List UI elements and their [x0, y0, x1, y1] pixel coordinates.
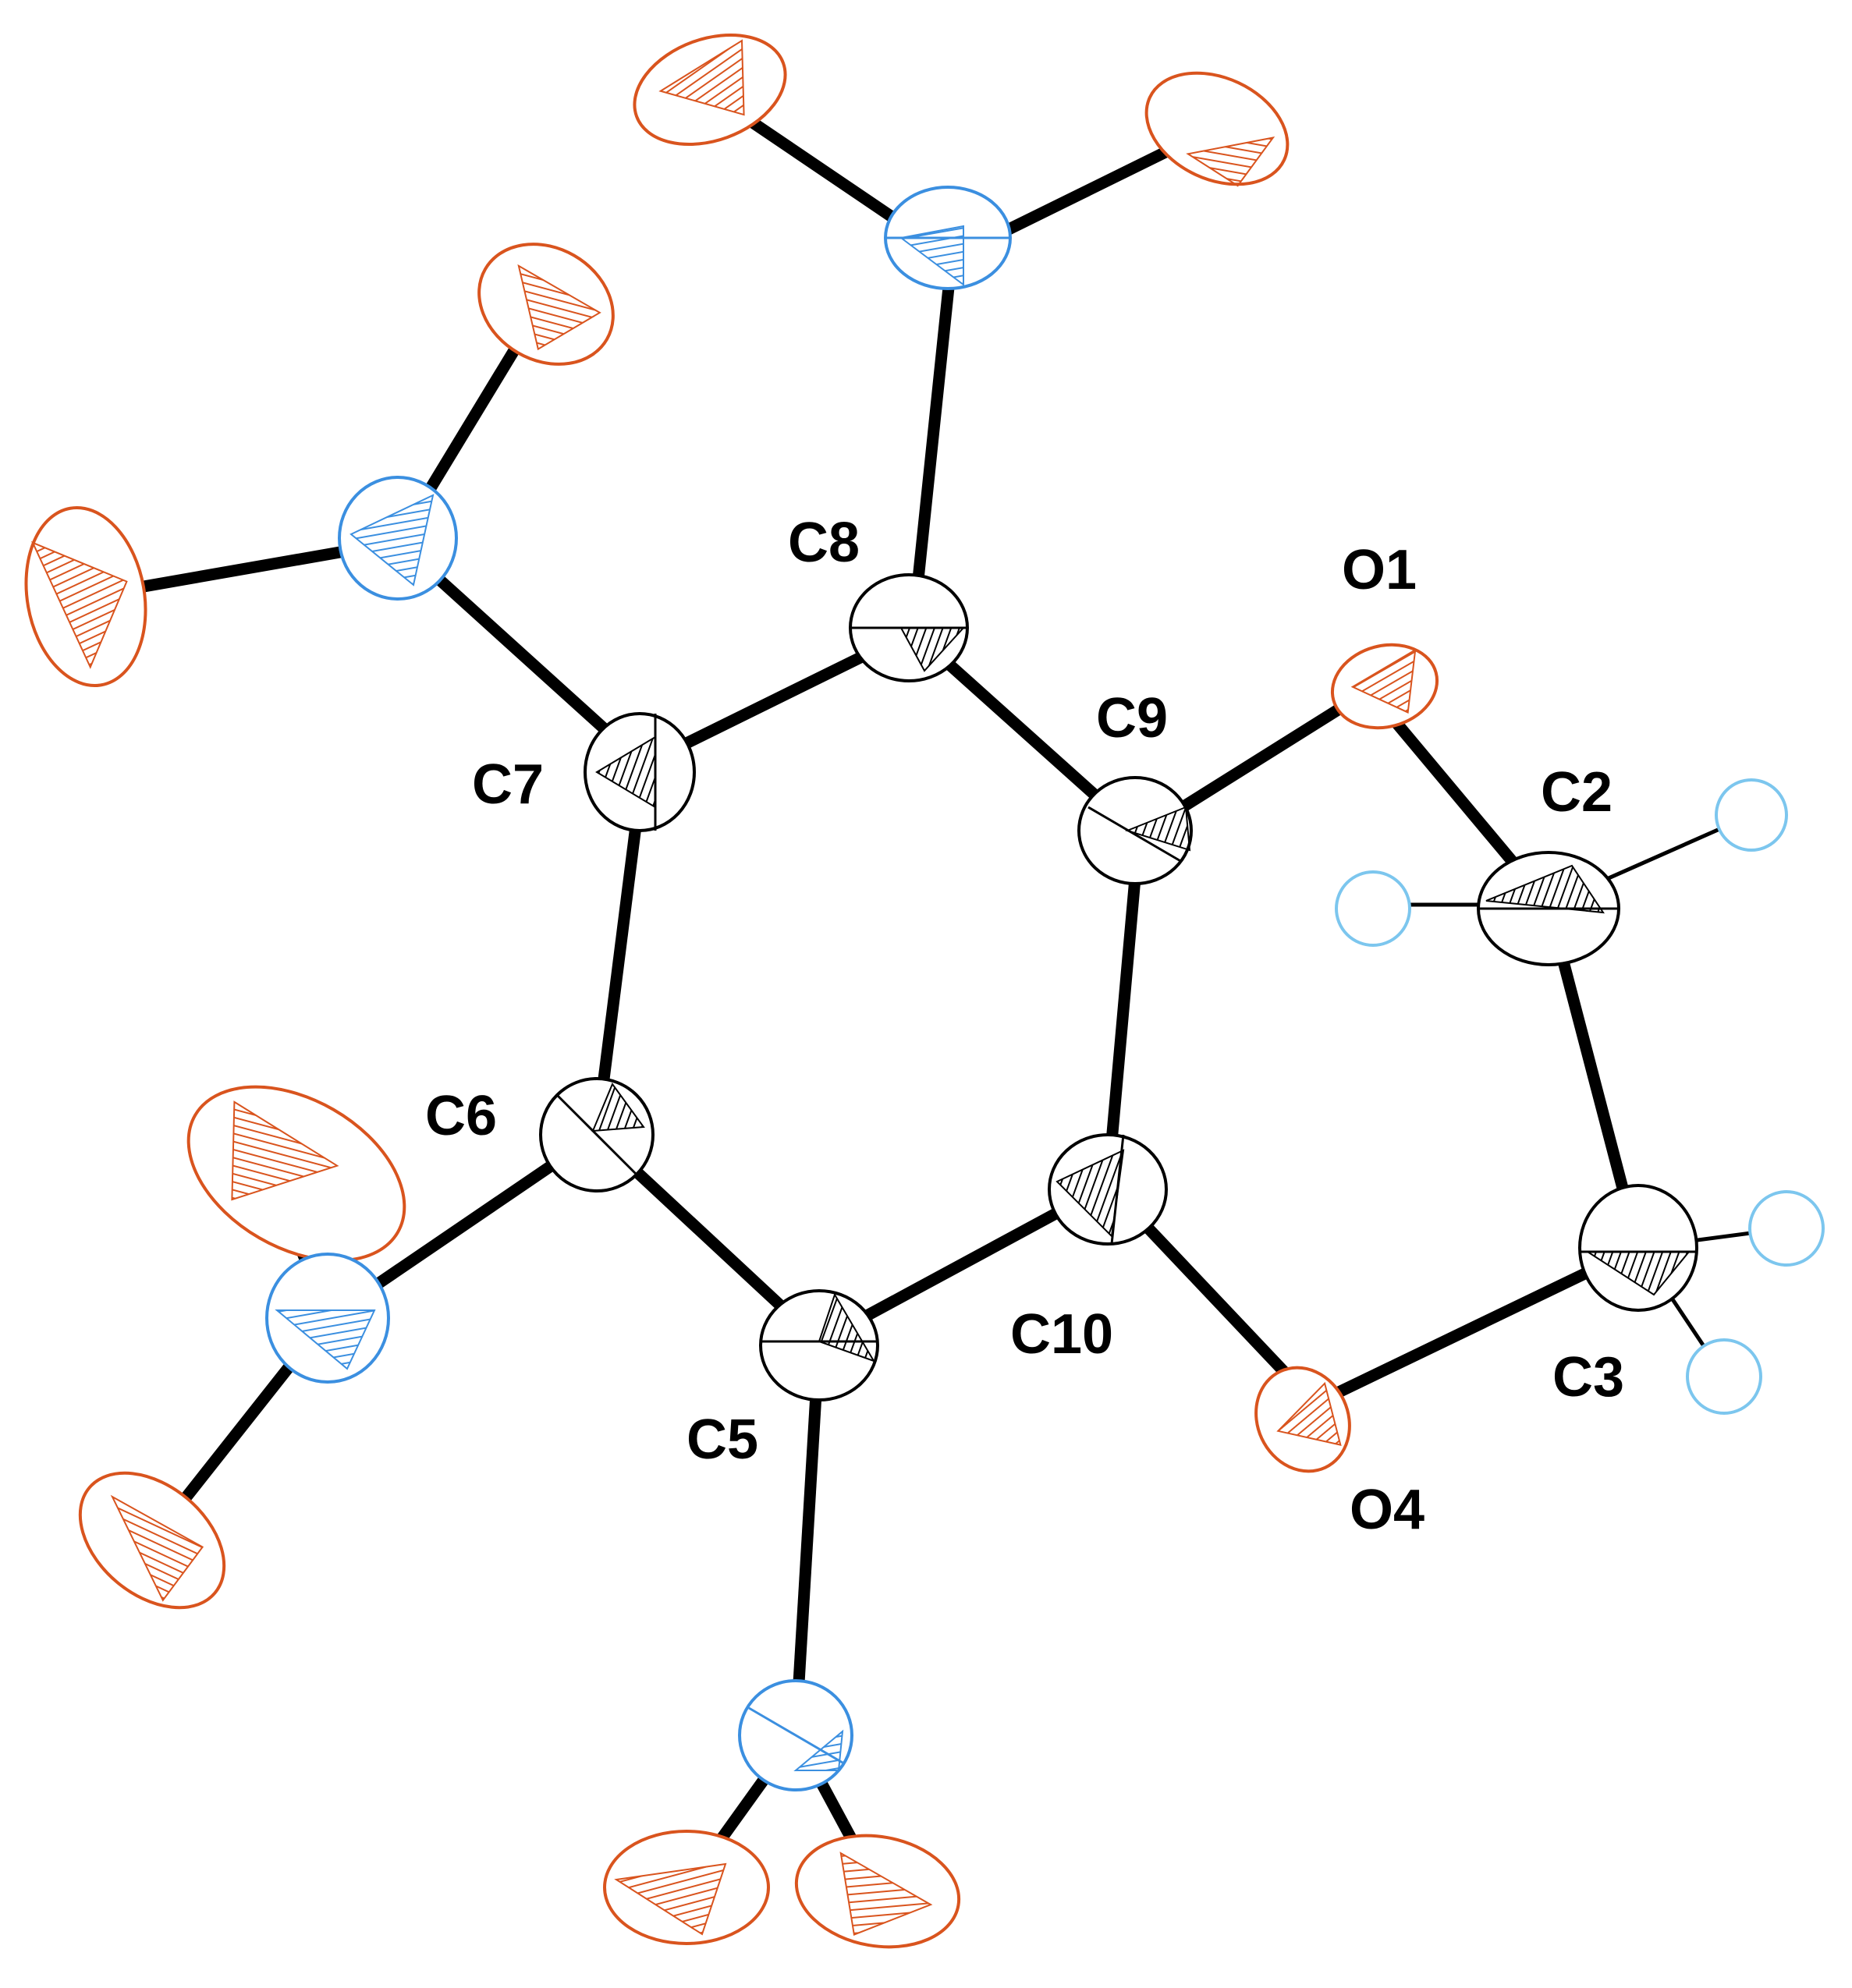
carbon-atom-c9 [1077, 776, 1193, 885]
oxygen-atom [78, 1471, 226, 1610]
carbon-atoms [539, 573, 1698, 1402]
nitrogen-atom [738, 1679, 853, 1791]
oxygen-atom [477, 243, 615, 366]
bond-c9-c10 [1102, 834, 1145, 1186]
label-c5: C5 [687, 1409, 758, 1471]
bonds [84, 88, 1787, 1891]
atom-labels: C8 O1 C9 C7 C2 C6 C10 C3 C5 O4 [425, 512, 1624, 1541]
label-c9: C9 [1096, 687, 1168, 749]
oxygen-atom [794, 1834, 961, 1949]
hydrogen-atom [1748, 1190, 1825, 1267]
carbon-atom-c7 [584, 712, 696, 832]
label-c2: C2 [1541, 761, 1613, 824]
bond-c8-n [906, 257, 958, 633]
hydrogen-atom [1715, 778, 1788, 852]
nitrogen-atom [338, 476, 458, 601]
label-c10: C10 [1010, 1303, 1113, 1366]
oxygen-atom-o1 [1330, 643, 1439, 730]
oxygen-atom [603, 1830, 770, 1945]
carbon-atom-c3 [1578, 1184, 1698, 1312]
oxygen-atom-o4 [1254, 1366, 1351, 1473]
label-o4: O4 [1350, 1479, 1424, 1541]
carbon-atom-c5 [759, 1289, 879, 1402]
nitrogen-atoms [265, 186, 1012, 1791]
hydrogen-atom [1686, 1338, 1762, 1415]
label-c3: C3 [1552, 1346, 1624, 1409]
carbon-atom-c8 [849, 573, 969, 682]
carbon-atom-c6 [539, 1077, 655, 1192]
nitrogen-atom [265, 1253, 390, 1384]
oxygen-atom [1144, 71, 1290, 187]
bond-c5-n [789, 1341, 825, 1736]
label-c8: C8 [788, 512, 860, 574]
carbon-atom-c10 [1048, 1133, 1168, 1246]
nitrogen-atom [884, 186, 1012, 290]
oxygen-atom [24, 506, 147, 687]
oxygen-atom [633, 33, 787, 147]
hydrogen-atom [1335, 870, 1411, 947]
oxygen-atom [186, 1085, 406, 1263]
carbon-atom-c2 [1477, 851, 1620, 966]
hydrogen-atoms [1335, 778, 1825, 1415]
label-c7: C7 [472, 753, 544, 816]
label-c6: C6 [425, 1085, 497, 1147]
oxygen-atoms [24, 33, 1439, 1949]
label-o1: O1 [1342, 539, 1417, 601]
